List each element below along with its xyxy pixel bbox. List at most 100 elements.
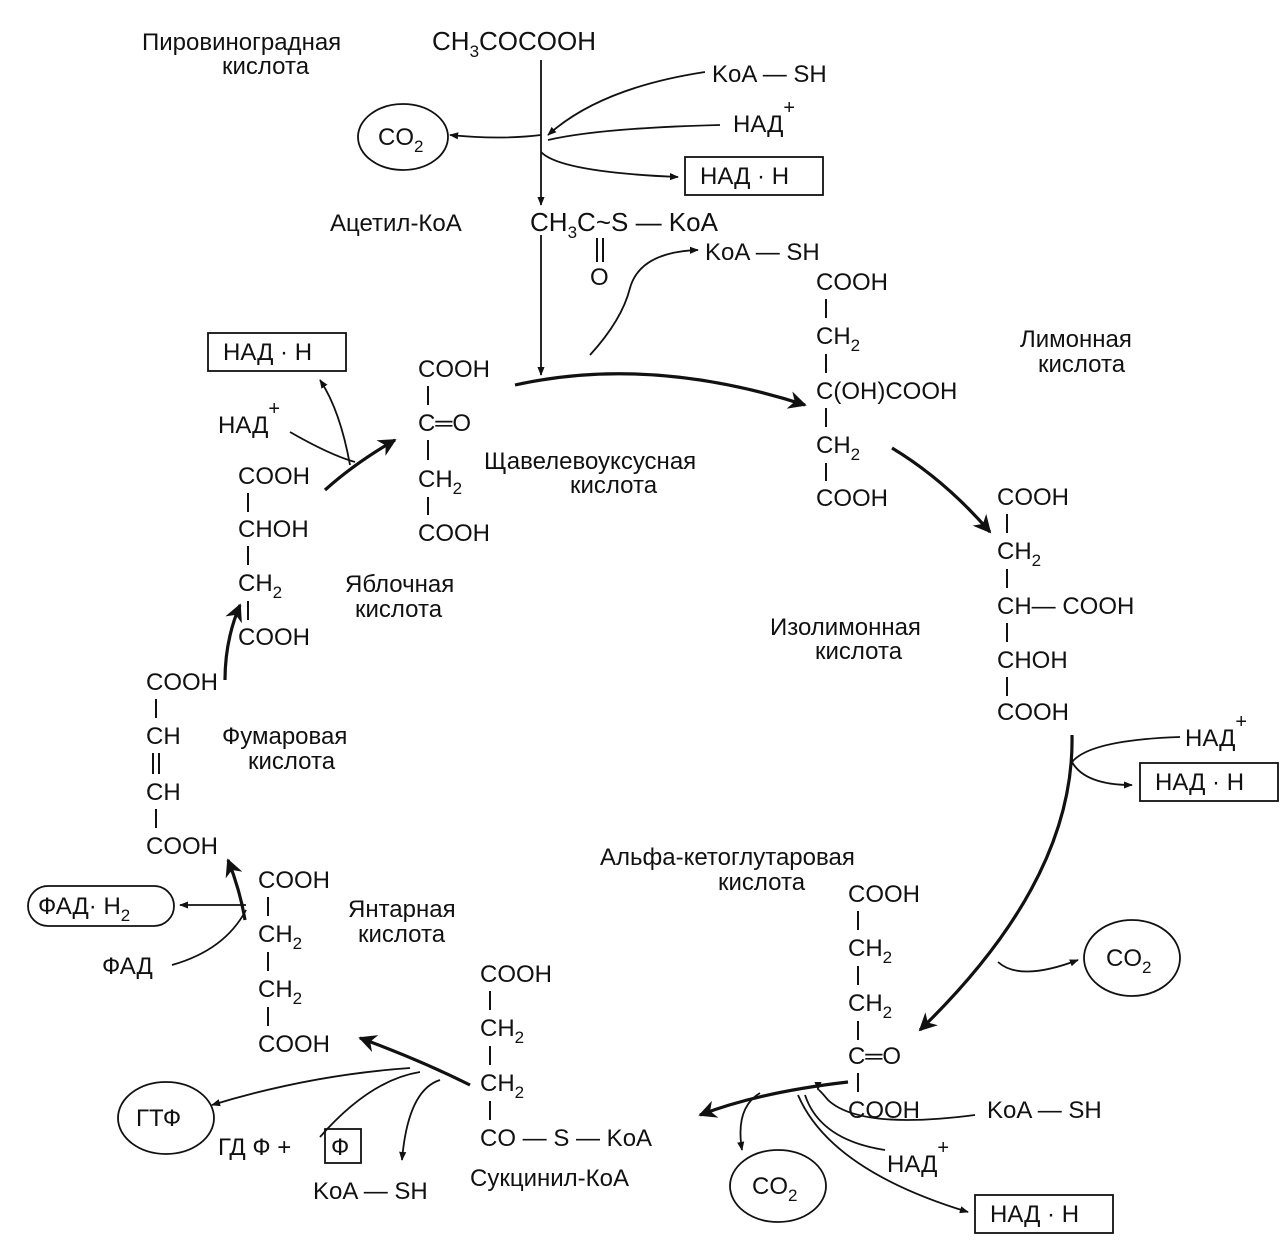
malate: COOH CHOH CH2 COOH Яблочная кислота	[238, 463, 454, 651]
coa-sh-out-arrow-2	[589, 246, 699, 356]
akg-ch2b: CH2	[848, 990, 892, 1022]
nad-label-2: НАД+	[218, 398, 280, 439]
akg-name-line2: кислота	[718, 869, 806, 896]
coa-sh-out-arrow-4	[399, 1079, 441, 1161]
malate-to-oaa-arrow	[323, 438, 397, 492]
malate-ch2: CH2	[238, 570, 282, 602]
malate-cooh-top: COOH	[238, 463, 310, 490]
phosphate-box	[324, 1128, 362, 1164]
fumarate-ch-bottom: CH	[146, 779, 181, 806]
succinyl-coa: COOH CH2 CH2 CO — S — KoA Сукцинил-КоА	[470, 961, 652, 1192]
fadh2-box	[27, 885, 175, 927]
fumarate: COOH CH CH COOH Фумаровая кислота	[146, 669, 347, 860]
succinate-to-fumarate-arrow	[225, 858, 247, 921]
nad-in-arrow-2	[289, 431, 356, 463]
oaa-ch2: CH2	[418, 466, 462, 498]
nadh-box-1	[684, 156, 824, 196]
fad-in-arrow	[171, 909, 247, 966]
citrate-ch2-top: CH2	[816, 323, 860, 355]
malate-chon: CHOH	[238, 516, 309, 543]
coa-sh-label-2: KoA — SH	[705, 239, 820, 266]
fumarate-ch-top: CH	[146, 723, 181, 750]
nadh-box-4	[974, 1194, 1114, 1234]
citrate-center: C(OH)COOH	[816, 378, 957, 405]
akg-ch2a: CH2	[848, 935, 892, 967]
iso-ch2: CH2	[997, 538, 1041, 570]
iso-cooh-bottom: COOH	[997, 699, 1069, 726]
succinate-name-line2: кислота	[358, 921, 446, 948]
gtp-out-arrow	[211, 1067, 411, 1107]
nad-label-1: НАД+	[733, 97, 795, 138]
succinyl-name: Сукцинил-КоА	[470, 1165, 629, 1192]
oxaloacetate: COOH C═O CH2 COOH Щавелевоуксусная кисло…	[418, 356, 696, 547]
co2-circle-3	[729, 1149, 827, 1223]
nadh-out-arrow-1	[540, 151, 679, 181]
succinyl-cooh-top: COOH	[480, 961, 552, 988]
akg-to-succinyl-arrow	[698, 1080, 849, 1118]
oaa-keto: C═O	[418, 410, 471, 437]
citrate-name-line2: кислота	[1038, 351, 1126, 378]
succinate-cooh-top: COOH	[258, 867, 330, 894]
isocitrate-to-akg-arrow	[918, 734, 1074, 1032]
nadh-out-arrow-3	[1071, 761, 1133, 789]
gdp-label: ГД Ф +	[218, 1134, 291, 1161]
fumarate-to-malate-arrow	[223, 603, 242, 681]
iso-cooh-top: COOH	[997, 484, 1069, 511]
citrate-name-line1: Лимонная	[1020, 326, 1132, 353]
oaa-name-line1: Щавелевоуксусная	[484, 448, 696, 475]
fadh2-label: ФАД· Н2	[38, 893, 130, 925]
succinate-cooh-bottom: COOH	[258, 1031, 330, 1058]
fumarate-name-line2: кислота	[248, 748, 336, 775]
nad-in-arrow-1	[547, 124, 721, 141]
malate-cooh-bottom: COOH	[238, 624, 310, 651]
malate-name-line2: кислота	[355, 596, 443, 623]
coa-sh-in-arrow-3	[814, 1081, 976, 1121]
co2-label-1: CO2	[378, 124, 423, 156]
iso-name-line1: Изолимонная	[770, 614, 921, 641]
iso-chon: CHOH	[997, 647, 1068, 674]
iso-name-line2: кислота	[815, 638, 903, 665]
nadh-label-4: НАД · Н	[990, 1201, 1079, 1228]
coa-sh-in-arrow-1	[547, 71, 706, 136]
iso-ch: CH— COOH	[997, 593, 1134, 620]
pyruvate: Пировиноградная кислота CH3COCOOH	[142, 26, 596, 80]
fumarate-cooh-top: COOH	[146, 669, 218, 696]
co2-label-3: CO2	[752, 1173, 797, 1205]
malate-name-line1: Яблочная	[345, 571, 454, 598]
succinyl-ch2a: CH2	[480, 1015, 524, 1047]
nadh-box-3	[1139, 762, 1279, 802]
fumarate-cooh-bottom: COOH	[146, 833, 218, 860]
co2-out-arrow-3	[737, 1092, 761, 1151]
acetyl-coa: Ацетил-КоА CH3C~S — KoA O	[330, 207, 719, 291]
nad-in-arrow-4	[804, 1094, 886, 1151]
succinate: COOH CH2 CH2 COOH Янтарная кислота	[258, 867, 456, 1058]
akg-keto: C═O	[848, 1043, 901, 1070]
co2-out-arrow-1	[449, 132, 542, 140]
pyruvate-formula: CH3COCOOH	[432, 26, 596, 61]
succinate-ch2a: CH2	[258, 921, 302, 953]
citrate-ch2-bottom: CH2	[816, 432, 860, 464]
akg-name-line1: Альфа-кетоглутаровая	[600, 844, 855, 871]
pyruvate-name-line1: Пировиноградная	[142, 29, 341, 56]
co2-circle-2	[1083, 919, 1181, 997]
oaa-to-citrate-arrow	[514, 372, 807, 409]
phosphate-label: Ф	[331, 1134, 349, 1161]
nad-label-3: НАД+	[1185, 711, 1247, 752]
fumarate-name-line1: Фумаровая	[222, 723, 347, 750]
nadh-label-2: НАД · Н	[223, 339, 312, 366]
succinyl-co: CO — S — KoA	[480, 1125, 652, 1152]
nad-in-arrow-3	[1071, 736, 1181, 763]
gtp-label: ГТФ	[136, 1105, 181, 1132]
nadh-out-arrow-2	[319, 379, 351, 466]
oaa-name-line2: кислота	[570, 472, 658, 499]
coa-sh-label-3: KoA — SH	[987, 1097, 1102, 1124]
succinate-ch2b: CH2	[258, 976, 302, 1008]
nadh-out-arrow-4	[797, 1094, 969, 1214]
isocitrate: COOH CH2 CH— COOH CHOH COOH Изолимонная …	[770, 484, 1134, 726]
citrate-to-isocitrate-arrow	[891, 446, 992, 534]
nadh-label-3: НАД · Н	[1155, 769, 1244, 796]
acetyl-name: Ацетил-КоА	[330, 210, 462, 237]
pyruvate-name-line2: кислота	[222, 53, 310, 80]
